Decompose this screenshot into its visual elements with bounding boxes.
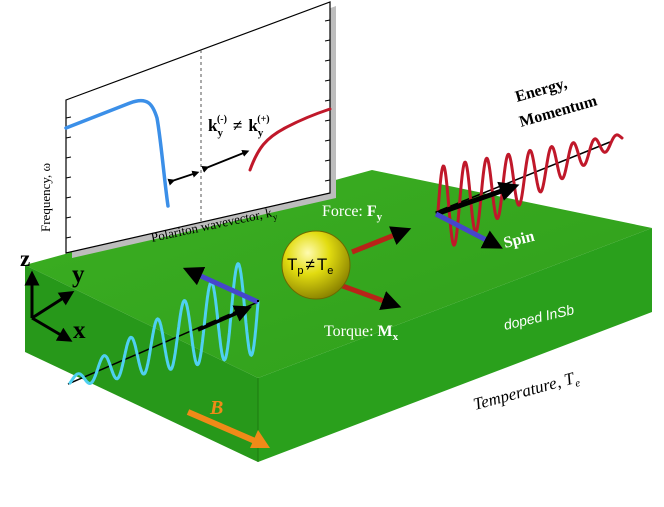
slab-side-face [258,228,652,462]
inset-right-ticks [324,19,331,182]
incoming-spin-arrow [182,267,260,305]
gap-arrow-left [167,170,200,186]
incoming-wave-curve [68,262,260,385]
magnetic-field-label: B [209,397,223,419]
outgoing-wave-curve [436,133,624,247]
outgoing-emission-wave [434,133,624,249]
torque-arrow [339,282,402,310]
magnetic-field-arrow: B [186,397,270,448]
incoming-emission-wave [67,262,260,385]
coordinate-axes: z y x [20,246,86,344]
dispersion-inset: ky(-)≠ky(+) Frequency, ω Polariton wavev… [38,1,336,258]
nanoparticle-sphere [281,230,351,300]
wavevector-inequality: ky(-)≠ky(+) [208,114,270,139]
x-axis-label: x [73,317,86,344]
temperature-label: Temperature, Te [471,367,582,416]
slab-front-face [25,265,258,462]
torque-label: Torque: Mx [324,323,399,343]
force-arrow [351,226,412,255]
gap-arrow-right [201,149,250,173]
force-label: Force: Fy [322,203,383,223]
outgoing-wave-axis [435,141,611,213]
inset-y-axis-label: Frequency, ω [38,162,53,232]
positive-branch-curve [248,107,332,172]
z-axis-label: z [20,246,30,271]
inset-y-ticks [65,116,72,239]
particle-group: Tp≠Te [281,226,412,310]
spin-arrow [434,211,503,249]
y-axis-label: y [72,261,85,288]
temperature-inequality: Tp≠Te [287,255,333,277]
inset-plot-frame [65,1,331,254]
negative-branch-curve [64,98,170,208]
momentum-arrow [435,181,520,217]
